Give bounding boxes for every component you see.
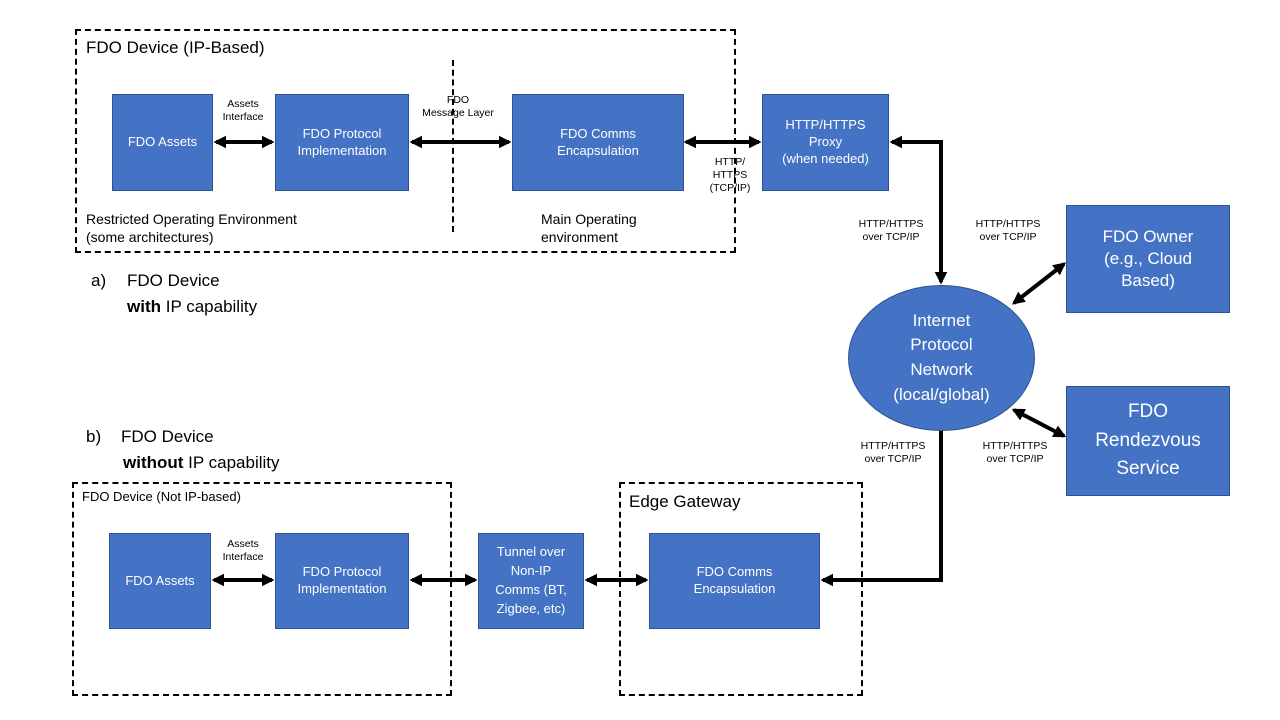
http-proxy-box: HTTP/HTTPS Proxy (when needed): [762, 94, 889, 191]
fdo-comms-box-a: FDO Comms Encapsulation: [512, 94, 684, 191]
caption-a-line2: with IP capability: [127, 296, 257, 317]
caption-a-letter: a): [91, 271, 107, 290]
assets-interface-label-b: Assets Interface: [222, 538, 264, 564]
caption-b-rest: IP capability: [183, 453, 280, 472]
edge-gateway-title: Edge Gateway: [629, 492, 741, 511]
arrow-network-owner: [1011, 262, 1067, 305]
caption-a-line1: FDO Device: [127, 271, 220, 290]
caption-a-rest: IP capability: [161, 297, 258, 316]
caption-a-bold: with: [127, 297, 161, 316]
fdo-rendezvous-box: FDO Rendezvous Service: [1066, 386, 1230, 496]
fdo-assets-box-b: FDO Assets: [109, 533, 211, 629]
ip-network-ellipse: Internet Protocol Network (local/global): [848, 285, 1035, 431]
proxy-network-link-label: HTTP/HTTPS over TCP/IP: [858, 218, 924, 244]
fdo-comms-box-b: FDO Comms Encapsulation: [649, 533, 820, 629]
arrow-network-rendezvous: [1011, 408, 1067, 438]
message-layer-label: FDO Message Layer: [422, 94, 494, 120]
caption-b-line2: without IP capability: [123, 452, 280, 473]
main-env-label: Main Operating environment: [541, 211, 637, 245]
owner-link-label: HTTP/HTTPS over TCP/IP: [975, 218, 1041, 244]
fdo-protocol-box-b: FDO Protocol Implementation: [275, 533, 409, 629]
fdo-owner-box: FDO Owner (e.g., Cloud Based): [1066, 205, 1230, 313]
fdo-device-ip-title: FDO Device (IP-Based): [86, 38, 265, 57]
fdo-assets-box-a: FDO Assets: [112, 94, 213, 191]
assets-interface-label-a: Assets Interface: [222, 98, 264, 124]
caption-b-bold: without: [123, 453, 184, 472]
fdo-device-non-ip-title: FDO Device (Not IP-based): [82, 489, 241, 504]
restricted-env-label: Restricted Operating Environment (some a…: [86, 211, 297, 245]
http-tcpip-label: HTTP/ HTTPS (TCP/IP): [709, 156, 751, 195]
fdo-protocol-box-a: FDO Protocol Implementation: [275, 94, 409, 191]
caption-b-letter: b): [86, 427, 102, 446]
tunnel-non-ip-box: Tunnel over Non-IP Comms (BT, Zigbee, et…: [478, 533, 584, 629]
fdo-device-non-ip-container: [72, 482, 452, 696]
edge-gateway-container: [619, 482, 863, 696]
gateway-link-label: HTTP/HTTPS over TCP/IP: [860, 440, 926, 466]
rendezvous-link-label: HTTP/HTTPS over TCP/IP: [982, 440, 1048, 466]
caption-b-line1: FDO Device: [121, 427, 214, 446]
arrow-proxy-network: [889, 135, 948, 285]
arrow-network-gateway: [820, 403, 948, 587]
